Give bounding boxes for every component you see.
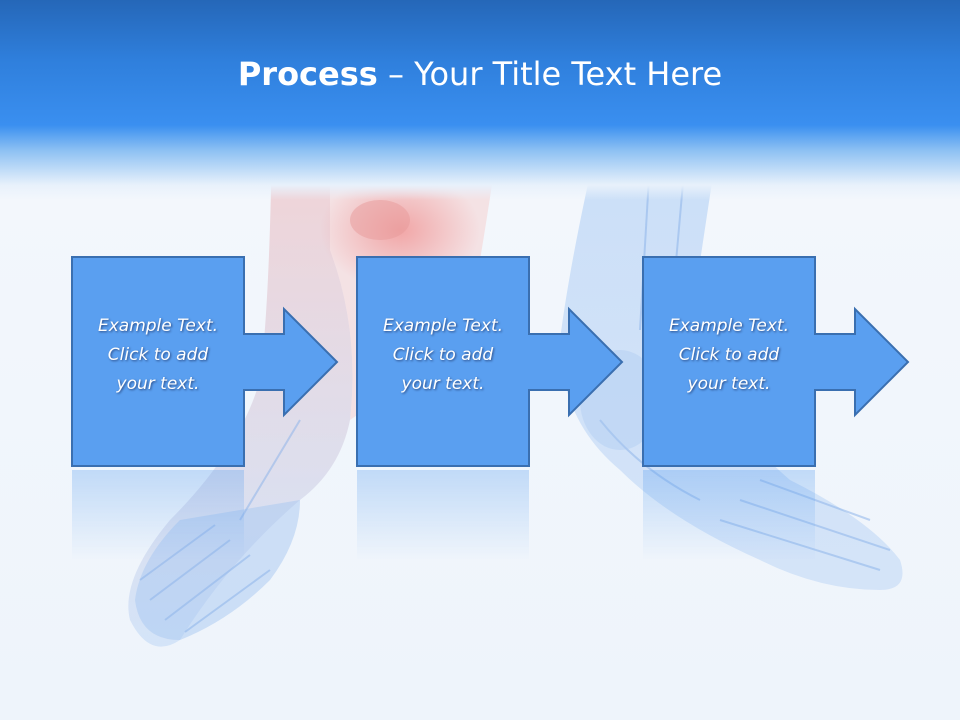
step-arrow-shape xyxy=(642,256,910,467)
step-1-reflection xyxy=(71,470,411,560)
step-arrow-shape xyxy=(71,256,339,467)
process-step-3[interactable]: Example Text. Click to add your text. xyxy=(642,256,960,468)
step-2-reflection xyxy=(356,470,696,560)
title-bar: Process – Your Title Text Here xyxy=(0,0,960,200)
step-arrow-shape xyxy=(356,256,624,467)
process-step-1[interactable]: Example Text. Click to add your text. xyxy=(71,256,411,468)
step-3-reflection xyxy=(642,470,960,560)
step-text[interactable]: Example Text. Click to add your text. xyxy=(382,316,504,394)
title-strong: Process xyxy=(237,55,378,93)
process-step-2[interactable]: Example Text. Click to add your text. xyxy=(356,256,696,468)
slide-title[interactable]: Process – Your Title Text Here xyxy=(0,52,960,96)
step-text[interactable]: Example Text. Click to add your text. xyxy=(668,316,790,394)
step-text[interactable]: Example Text. Click to add your text. xyxy=(97,316,219,394)
title-rest: – Your Title Text Here xyxy=(377,55,723,93)
